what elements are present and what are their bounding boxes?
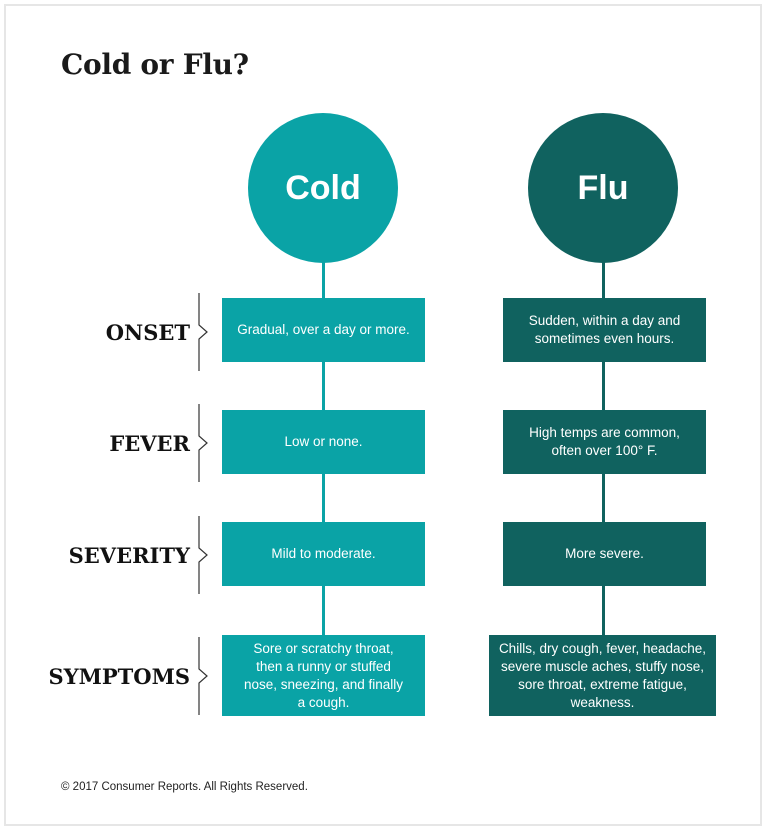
bracket-fever-icon xyxy=(198,404,208,482)
flu-heading: Flu xyxy=(577,168,629,207)
row-label-symptoms: SYMPTOMS xyxy=(48,664,190,689)
cold-fever-box: Low or none. xyxy=(222,410,425,474)
bracket-severity-icon xyxy=(198,516,208,594)
page-frame xyxy=(4,4,762,826)
cold-severity-box: Mild to moderate. xyxy=(222,522,425,586)
flu-severity-box: More severe. xyxy=(503,522,706,586)
flu-onset-box: Sudden, within a day and sometimes even … xyxy=(503,298,706,362)
row-label-onset: ONSET xyxy=(105,320,190,345)
copyright-footer: © 2017 Consumer Reports. All Rights Rese… xyxy=(61,781,308,793)
bracket-symptoms-icon xyxy=(198,637,208,715)
cold-circle: Cold xyxy=(248,113,398,263)
flu-circle: Flu xyxy=(528,113,678,263)
row-label-fever: FEVER xyxy=(109,431,190,456)
flu-symptoms-box: Chills, dry cough, fever, headache, seve… xyxy=(489,635,716,716)
bracket-onset-icon xyxy=(198,293,208,371)
row-label-severity: SEVERITY xyxy=(68,543,190,568)
flu-fever-box: High temps are common, often over 100° F… xyxy=(503,410,706,474)
cold-symptoms-box: Sore or scratchy throat, then a runny or… xyxy=(222,635,425,716)
cold-heading: Cold xyxy=(285,168,361,207)
cold-onset-box: Gradual, over a day or more. xyxy=(222,298,425,362)
page-title: Cold or Flu? xyxy=(61,48,249,81)
